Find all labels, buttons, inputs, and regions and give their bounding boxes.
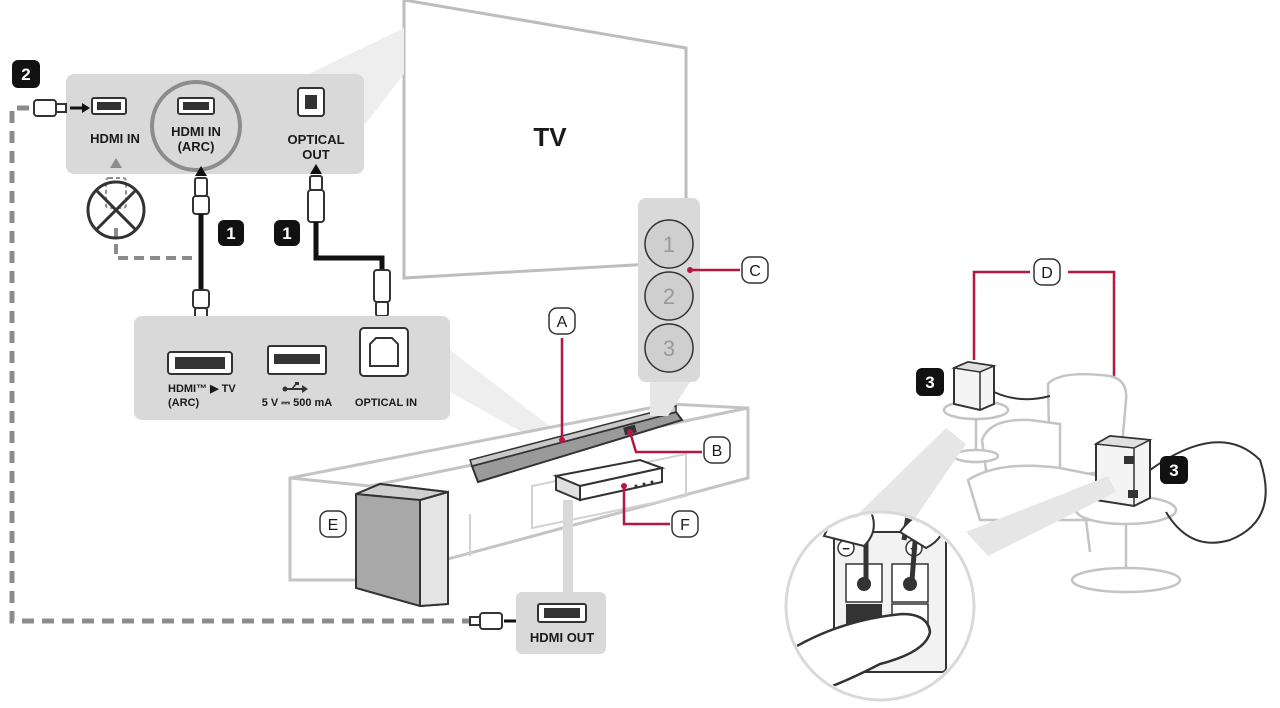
channel-button-3-label: 3	[663, 336, 675, 361]
channel-button-2-label: 2	[663, 284, 675, 309]
hdmi-in-port-inner	[97, 102, 121, 110]
hdmi-out-port-inner	[544, 608, 580, 618]
callout-a-label: A	[557, 314, 568, 331]
step-1-badge-hdmi: 1	[218, 220, 244, 246]
callout-line-b	[628, 431, 702, 454]
hdmi-plug-player	[479, 612, 503, 630]
optical-out-label-2: OUT	[302, 147, 330, 162]
callout-dot-a	[559, 437, 565, 443]
optical-in-port-icon	[359, 327, 409, 377]
armchair	[966, 372, 1128, 553]
step-2-number: 2	[21, 65, 30, 84]
step-3-badge-left: 3	[916, 368, 944, 396]
arc-highlight-ring	[150, 80, 242, 172]
callout-b-label: B	[712, 443, 723, 460]
optical-out-port-inner	[305, 95, 317, 109]
hdmi-tv-label-2: (ARC)	[168, 397, 199, 409]
callout-f-label: F	[680, 517, 690, 534]
callout-a: A	[548, 307, 576, 335]
callout-line-f	[622, 486, 670, 526]
usb-port-inner	[274, 354, 320, 364]
callout-d-label: D	[1041, 265, 1053, 282]
channel-button-1-label: 1	[663, 232, 675, 257]
step-1-badge-optical: 1	[274, 220, 300, 246]
optical-out-label-1: OPTICAL	[287, 132, 344, 147]
callout-c-label: C	[749, 263, 761, 280]
optical-cable	[307, 164, 391, 330]
channel-button-panel: 1 2 3	[638, 198, 700, 416]
channel-button-3	[644, 323, 694, 373]
channel-button-1	[644, 219, 694, 269]
tv-port-panel: HDMI IN HDMI IN (ARC) OPTICAL OUT	[66, 74, 364, 174]
hdmi-in-label: HDMI IN	[90, 131, 140, 146]
hdmi-tv-label-1: HDMI™ ▶ TV	[168, 383, 236, 395]
callout-dot-c	[687, 267, 693, 273]
speaker-wire	[993, 391, 1267, 544]
callout-dot-f	[621, 483, 627, 489]
callout-dot-b	[627, 429, 633, 435]
source-player	[552, 458, 666, 502]
player-port-panel: HDMI OUT	[516, 592, 606, 654]
channel-button-2	[644, 271, 694, 321]
tv-panel-bg	[66, 74, 364, 174]
finger-pressing-tab	[788, 612, 932, 698]
hdmi-plug-tv-in	[33, 99, 57, 117]
usb-power-label: 5 V ⎓ 500 mA	[262, 397, 333, 409]
zoom-wedge-soundbar	[450, 350, 568, 442]
side-table-right	[1070, 494, 1182, 594]
callout-d: D	[1033, 258, 1061, 286]
hdmi-arc-cable	[192, 166, 210, 340]
hdmi-arc-label-1: HDMI IN	[171, 124, 221, 139]
step-3-number-right: 3	[1169, 461, 1178, 480]
not-allowed-icon	[86, 158, 196, 260]
hdmi-out-label: HDMI OUT	[530, 630, 594, 645]
soundbar-port-panel: HDMI™ ▶ TV (ARC) 5 V ⎓ 500 mA OPTICAL IN	[134, 316, 450, 420]
step-3-number-left: 3	[925, 373, 934, 392]
usb-icon	[282, 382, 308, 393]
terminal-detail-circle: − +	[784, 510, 976, 702]
rear-speaker-left	[951, 360, 997, 412]
tv-label: TV	[533, 122, 567, 152]
step-3-badge-right: 3	[1160, 456, 1188, 484]
step-2-badge: 2	[12, 60, 40, 88]
callout-f: F	[671, 510, 699, 538]
subwoofer	[355, 482, 449, 608]
hdmi-arc-label-2: (ARC)	[178, 139, 215, 154]
optical-in-label: OPTICAL IN	[355, 397, 417, 409]
terminal-minus-mark: −	[842, 541, 850, 556]
hdmi-tv-port-inner	[175, 357, 225, 369]
callout-e: E	[319, 510, 347, 538]
callout-c: C	[741, 256, 769, 284]
hdmi-plug-player-tip	[469, 616, 481, 626]
rear-speaker-port	[1128, 490, 1138, 498]
hdmi-arc-port-inner	[183, 102, 209, 110]
callout-e-label: E	[328, 517, 339, 534]
zoom-wedge-speaker-right	[966, 476, 1116, 556]
dashed-hdmi-cable	[9, 99, 528, 630]
rear-speaker-terminal	[1124, 456, 1134, 464]
step-1-number-optical: 1	[282, 224, 291, 243]
hdmi-plug-tv-in-tip	[55, 103, 67, 113]
step-1-number-hdmi: 1	[226, 224, 235, 243]
callout-line-d-left	[972, 270, 1030, 360]
callout-b: B	[703, 436, 731, 464]
